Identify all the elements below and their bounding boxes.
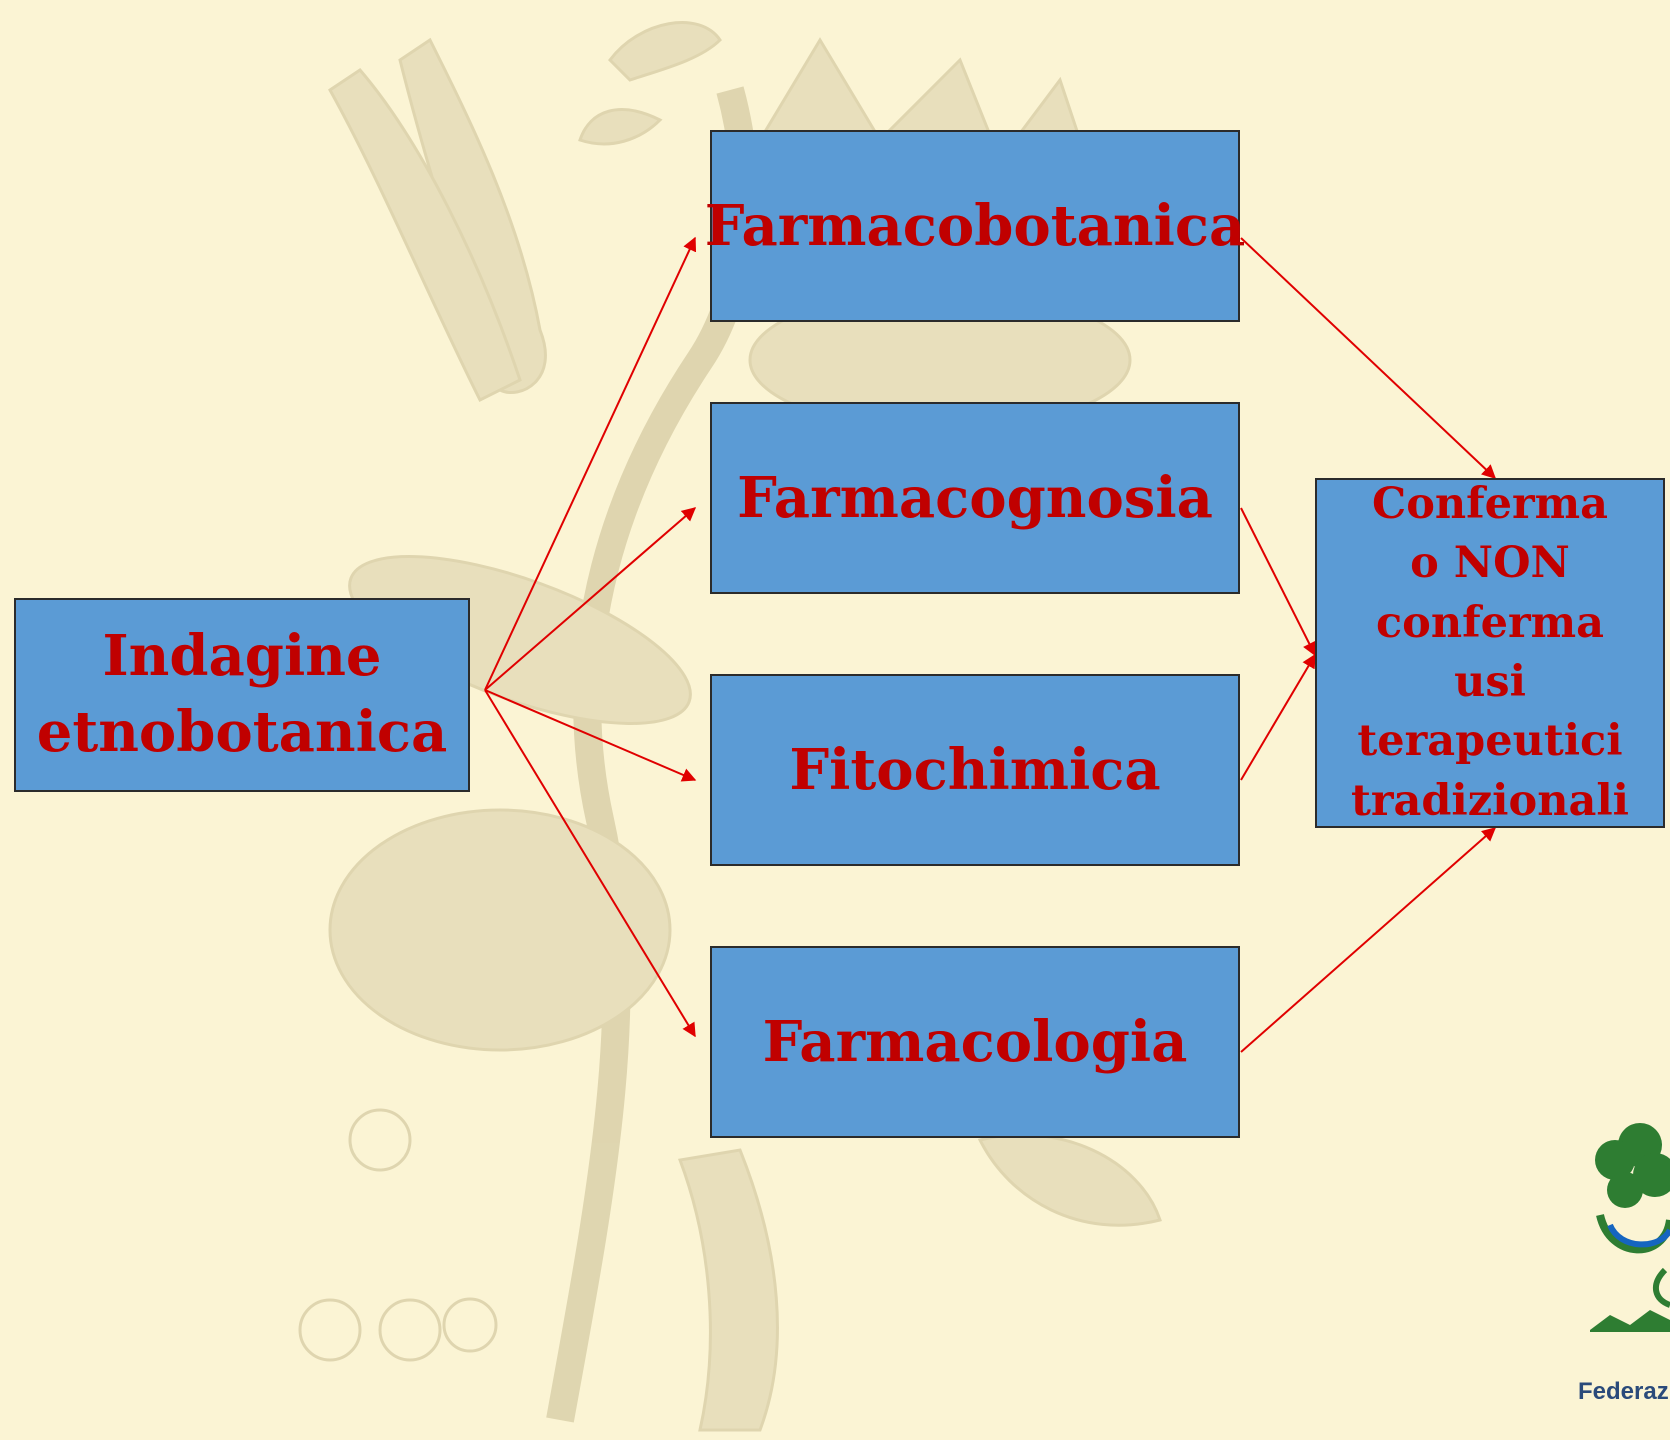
arrow-to-farmacobotanica [485, 238, 695, 690]
node-line: etnobotanica [37, 695, 448, 771]
logo-caption: Federaz [1578, 1378, 1669, 1406]
arrow-to-farmacognosia [485, 508, 695, 690]
node-farmacobotanica: Farmacobotanica [710, 130, 1240, 322]
arrow-to-fitochimica [485, 690, 695, 780]
node-fitochimica: Fitochimica [710, 674, 1240, 866]
node-label: Fitochimica [789, 737, 1160, 803]
node-line: Conferma [1317, 475, 1663, 534]
node-farmacognosia: Farmacognosia [710, 402, 1240, 594]
arrow-farmacobotanica-to-result [1241, 238, 1495, 478]
node-conferma-usi-terapeutici: Conferma o NON conferma usi terapeutici … [1315, 478, 1665, 828]
node-line: tradizionali [1317, 772, 1663, 831]
node-label: Farmacologia [763, 1009, 1188, 1075]
node-line: o NON [1317, 534, 1663, 593]
node-indagine-etnobotanica: Indagine etnobotanica [14, 598, 470, 792]
node-line: usi terapeutici [1317, 653, 1663, 772]
arrow-farmacologia-to-result [1241, 828, 1495, 1052]
arrow-fitochimica-to-result [1241, 655, 1315, 780]
arrow-to-farmacologia [485, 690, 695, 1036]
node-farmacologia: Farmacologia [710, 946, 1240, 1138]
node-label: Farmacobotanica [705, 193, 1246, 259]
arrow-farmacognosia-to-result [1241, 508, 1315, 655]
node-label: Farmacognosia [737, 465, 1213, 531]
node-line: Indagine [37, 619, 448, 695]
node-line: conferma [1317, 594, 1663, 653]
